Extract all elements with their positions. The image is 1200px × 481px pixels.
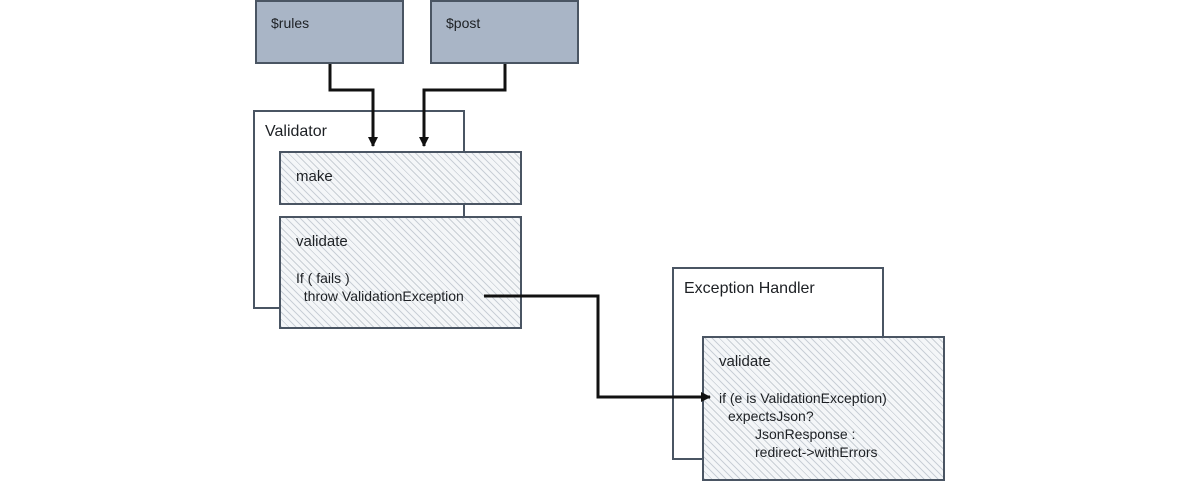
handler-code-line-3: JsonResponse : <box>755 426 856 442</box>
handler-code-line-4: redirect->withErrors <box>755 444 878 460</box>
exception-handler-title: Exception Handler <box>684 280 815 297</box>
rules-to-make-arrow <box>328 64 378 147</box>
make-method-box: make <box>279 151 522 205</box>
validator-code-line-2: throw ValidationException <box>296 288 464 304</box>
make-label: make <box>296 168 333 185</box>
validator-validate-title: validate <box>296 233 348 250</box>
handler-code-line-1: if (e is ValidationException) <box>719 390 887 406</box>
rules-input-box: $rules <box>255 0 404 64</box>
rules-label: $rules <box>271 15 310 31</box>
exception-to-handler-arrow <box>484 294 711 402</box>
post-to-make-arrow <box>419 64 507 147</box>
handler-code-line-2: expectsJson? <box>728 408 814 424</box>
validator-title: Validator <box>265 123 327 140</box>
handler-validate-box: validate if (e is ValidationException) e… <box>702 336 945 481</box>
validator-code-line-1: If ( fails ) <box>296 270 350 286</box>
post-label: $post <box>446 15 481 31</box>
post-input-box: $post <box>430 0 579 64</box>
validator-validate-box: validate If ( fails ) throw ValidationEx… <box>279 216 522 329</box>
handler-validate-title: validate <box>719 353 771 370</box>
